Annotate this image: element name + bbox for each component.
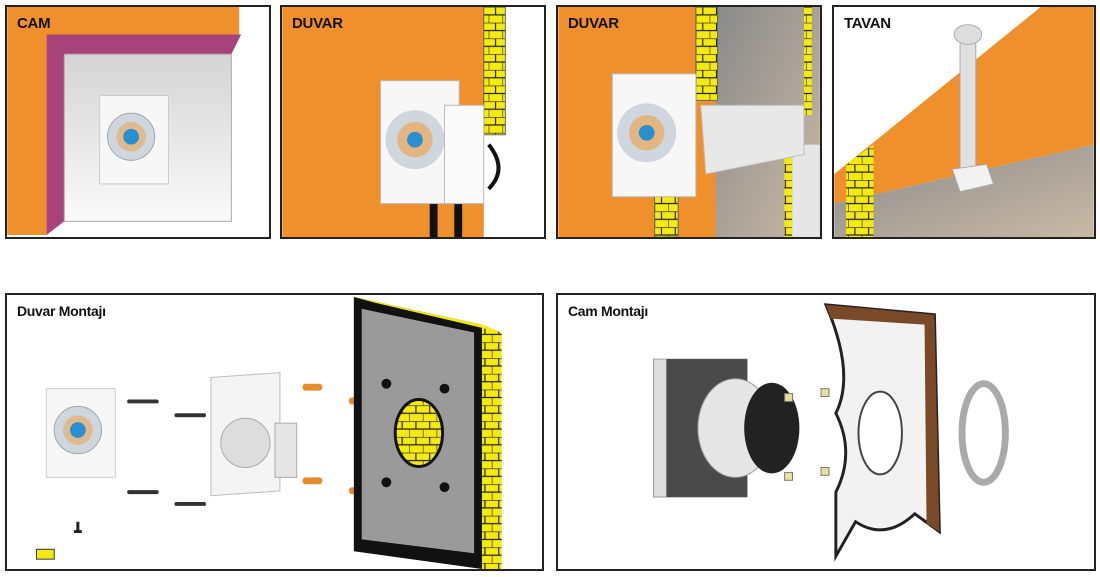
- panel-label: Cam Montajı: [568, 303, 648, 319]
- wall-mounting-exploded-view: [35, 296, 502, 569]
- glass-mounting-exploded-view: [653, 303, 1009, 562]
- panel-label: DUVAR: [292, 15, 343, 32]
- window-illustration: [7, 7, 269, 237]
- panel-label: DUVAR: [568, 15, 619, 32]
- panel-cam-montaji: Cam Montajı: [556, 293, 1096, 571]
- panel-label: CAM: [17, 15, 51, 32]
- panel-duvar-montaji: Duvar Montajı: [5, 293, 544, 571]
- panel-label: Duvar Montajı: [17, 303, 106, 319]
- panel-cam: CAM: [5, 5, 271, 239]
- panel-label: TAVAN: [844, 15, 891, 32]
- ceiling-illustration: [834, 7, 1094, 237]
- panel-duvar-2: DUVAR: [556, 5, 822, 239]
- wall-duct-illustration: [558, 7, 820, 237]
- wall-illustration: [282, 7, 544, 237]
- panel-tavan: TAVAN: [832, 5, 1096, 239]
- panel-duvar-1: DUVAR: [280, 5, 546, 239]
